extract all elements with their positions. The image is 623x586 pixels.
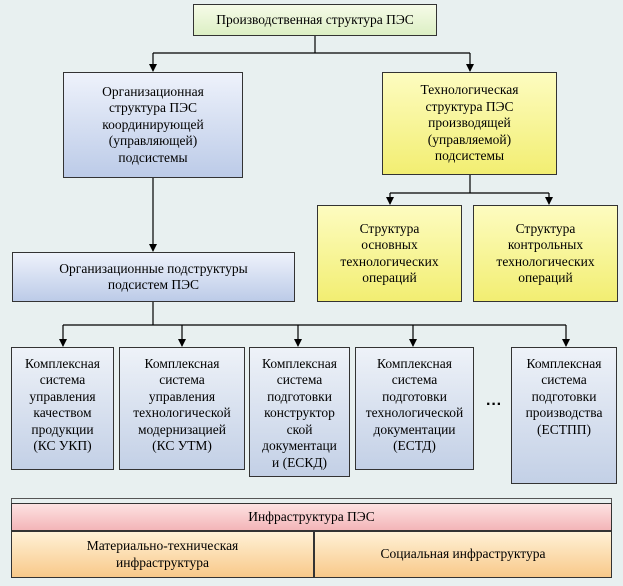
top-box: Производственная структура ПЭС [193,4,437,36]
system-box-ks-utm: Комплексная система управления технологи… [119,347,245,470]
org-substructures-box: Организационные подструктуры подсистем П… [12,252,295,302]
main-ops-box: Структура основных технологических опера… [317,205,462,302]
tech-structure-box: Технологическая структура ПЭС производящ… [382,72,557,175]
control-ops-box: Структура контрольных технологических оп… [473,205,618,302]
material-infrastructure: Материально-техническая инфраструктура [11,531,314,578]
infrastructure-title: Инфраструктура ПЭС [11,503,612,531]
system-box-estd: Комплексная система подготовки технологи… [355,347,474,470]
social-infrastructure: Социальная инфраструктура [314,531,612,578]
system-box-estpp: Комплексная система подготовки производс… [511,347,617,484]
org-structure-box: Организационная структура ПЭС координиру… [63,72,243,178]
ellipsis-marker: ··· [486,396,502,413]
system-box-eskd: Комплексная система подготовки конструкт… [249,347,350,477]
system-box-ks-ukp: Комплексная система управления качеством… [11,347,114,470]
